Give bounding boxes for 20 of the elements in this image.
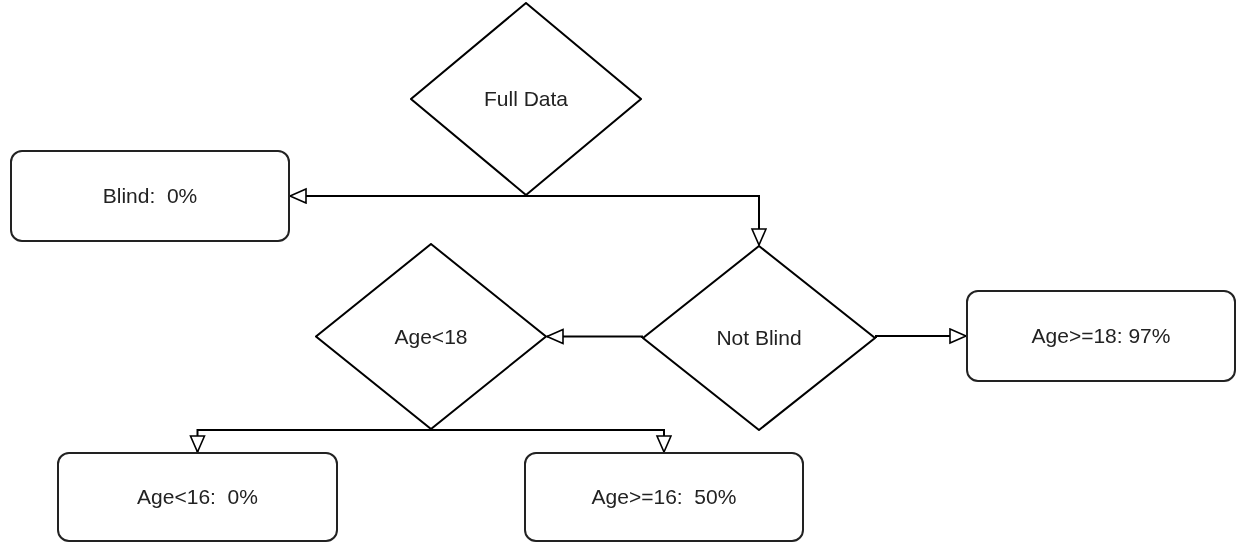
decision-label: Not Blind — [716, 325, 802, 352]
arrow — [189, 429, 432, 453]
decision-diamond — [315, 243, 547, 430]
decision-diamond — [410, 2, 642, 196]
arrow — [430, 429, 672, 453]
arrow — [525, 195, 767, 246]
result-label: Age>=16: 50% — [591, 484, 737, 511]
decision-label: Full Data — [484, 86, 568, 113]
decision-label: Age<18 — [394, 323, 468, 350]
arrow — [546, 328, 643, 345]
result-box — [57, 452, 338, 542]
result-label: Age>=18: 97% — [1031, 323, 1171, 350]
result-box — [524, 452, 804, 542]
arrow — [875, 328, 967, 344]
arrow — [289, 188, 527, 204]
result-box — [10, 150, 290, 242]
decision-diamond — [642, 245, 876, 431]
result-label: Blind: 0% — [102, 183, 198, 210]
result-box — [966, 290, 1236, 382]
result-label: Age<16: 0% — [137, 484, 258, 511]
